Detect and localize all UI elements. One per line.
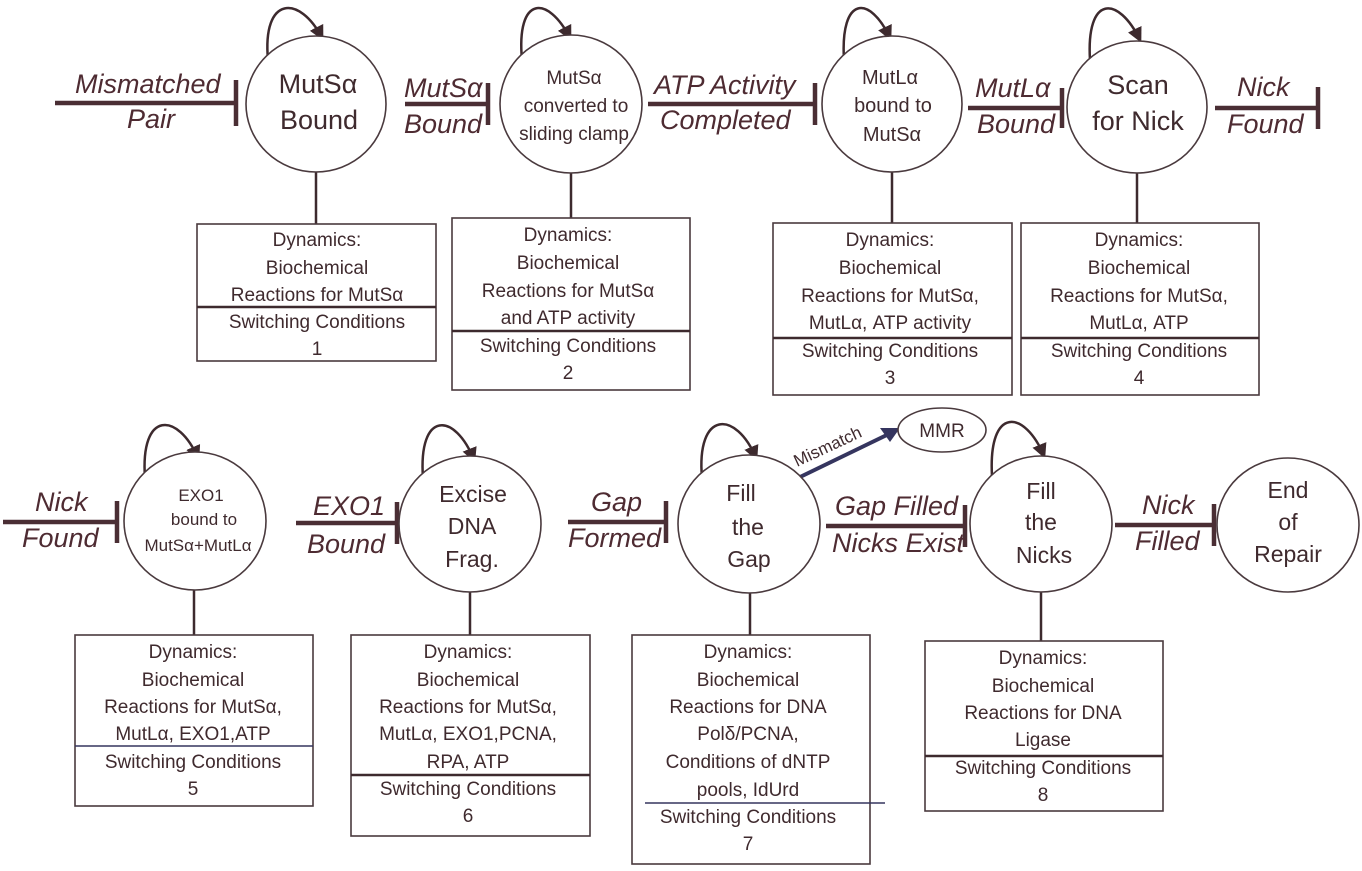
self-loop-arrow [520, 6, 572, 61]
self-loop-arrow [700, 422, 759, 479]
transition-arrow-gap-formed [568, 501, 669, 543]
transition-arrow-mutsa-bound [405, 83, 491, 125]
transition-arrow-gap-filled [826, 505, 968, 547]
transition-arrow-nick-found-top [1215, 87, 1321, 129]
transition-arrow-nick-found-bottom [3, 501, 120, 543]
transition-arrow-mismatched-pair [55, 80, 239, 126]
self-loop-arrow [143, 423, 201, 479]
transition-label-mismatched-pair: Mismatched Pair [75, 69, 228, 134]
transition-label-mutsa-bound: MutSα Bound [404, 73, 490, 139]
transition-label-nick-filled: Nick Filled [1135, 490, 1202, 556]
transition-label-exo1-bound: EXO1 Bound [307, 491, 393, 559]
self-loop-arrow [990, 420, 1047, 477]
transition-arrow-mismatch [797, 428, 900, 480]
state-node-mmr: MMR [897, 407, 987, 453]
transition-arrow-mutla-bound [968, 88, 1065, 128]
transition-label-mutla-bound: MutLα Bound [975, 73, 1058, 139]
self-loop-arrow [421, 424, 477, 479]
self-loop-arrow [1088, 7, 1142, 61]
transition-label-nick-found-bottom: Nick Found [22, 487, 100, 553]
transition-arrow-exo1-bound [296, 502, 400, 544]
transition-arrow-nick-filled [1115, 504, 1217, 546]
transition-label-nick-found-top: Nick Found [1227, 72, 1305, 139]
self-loop-arrow [842, 6, 892, 61]
transition-label-atp-completed: ATP Activity Completed [652, 70, 803, 135]
transition-label-gap-filled: Gap Filled Nicks Exist [832, 491, 966, 558]
transition-label-gap-formed: Gap Formed [568, 487, 662, 553]
transition-arrow-atp-completed [648, 83, 818, 125]
self-loop-arrow [266, 6, 324, 61]
svg-text:MMR: MMR [919, 421, 964, 442]
